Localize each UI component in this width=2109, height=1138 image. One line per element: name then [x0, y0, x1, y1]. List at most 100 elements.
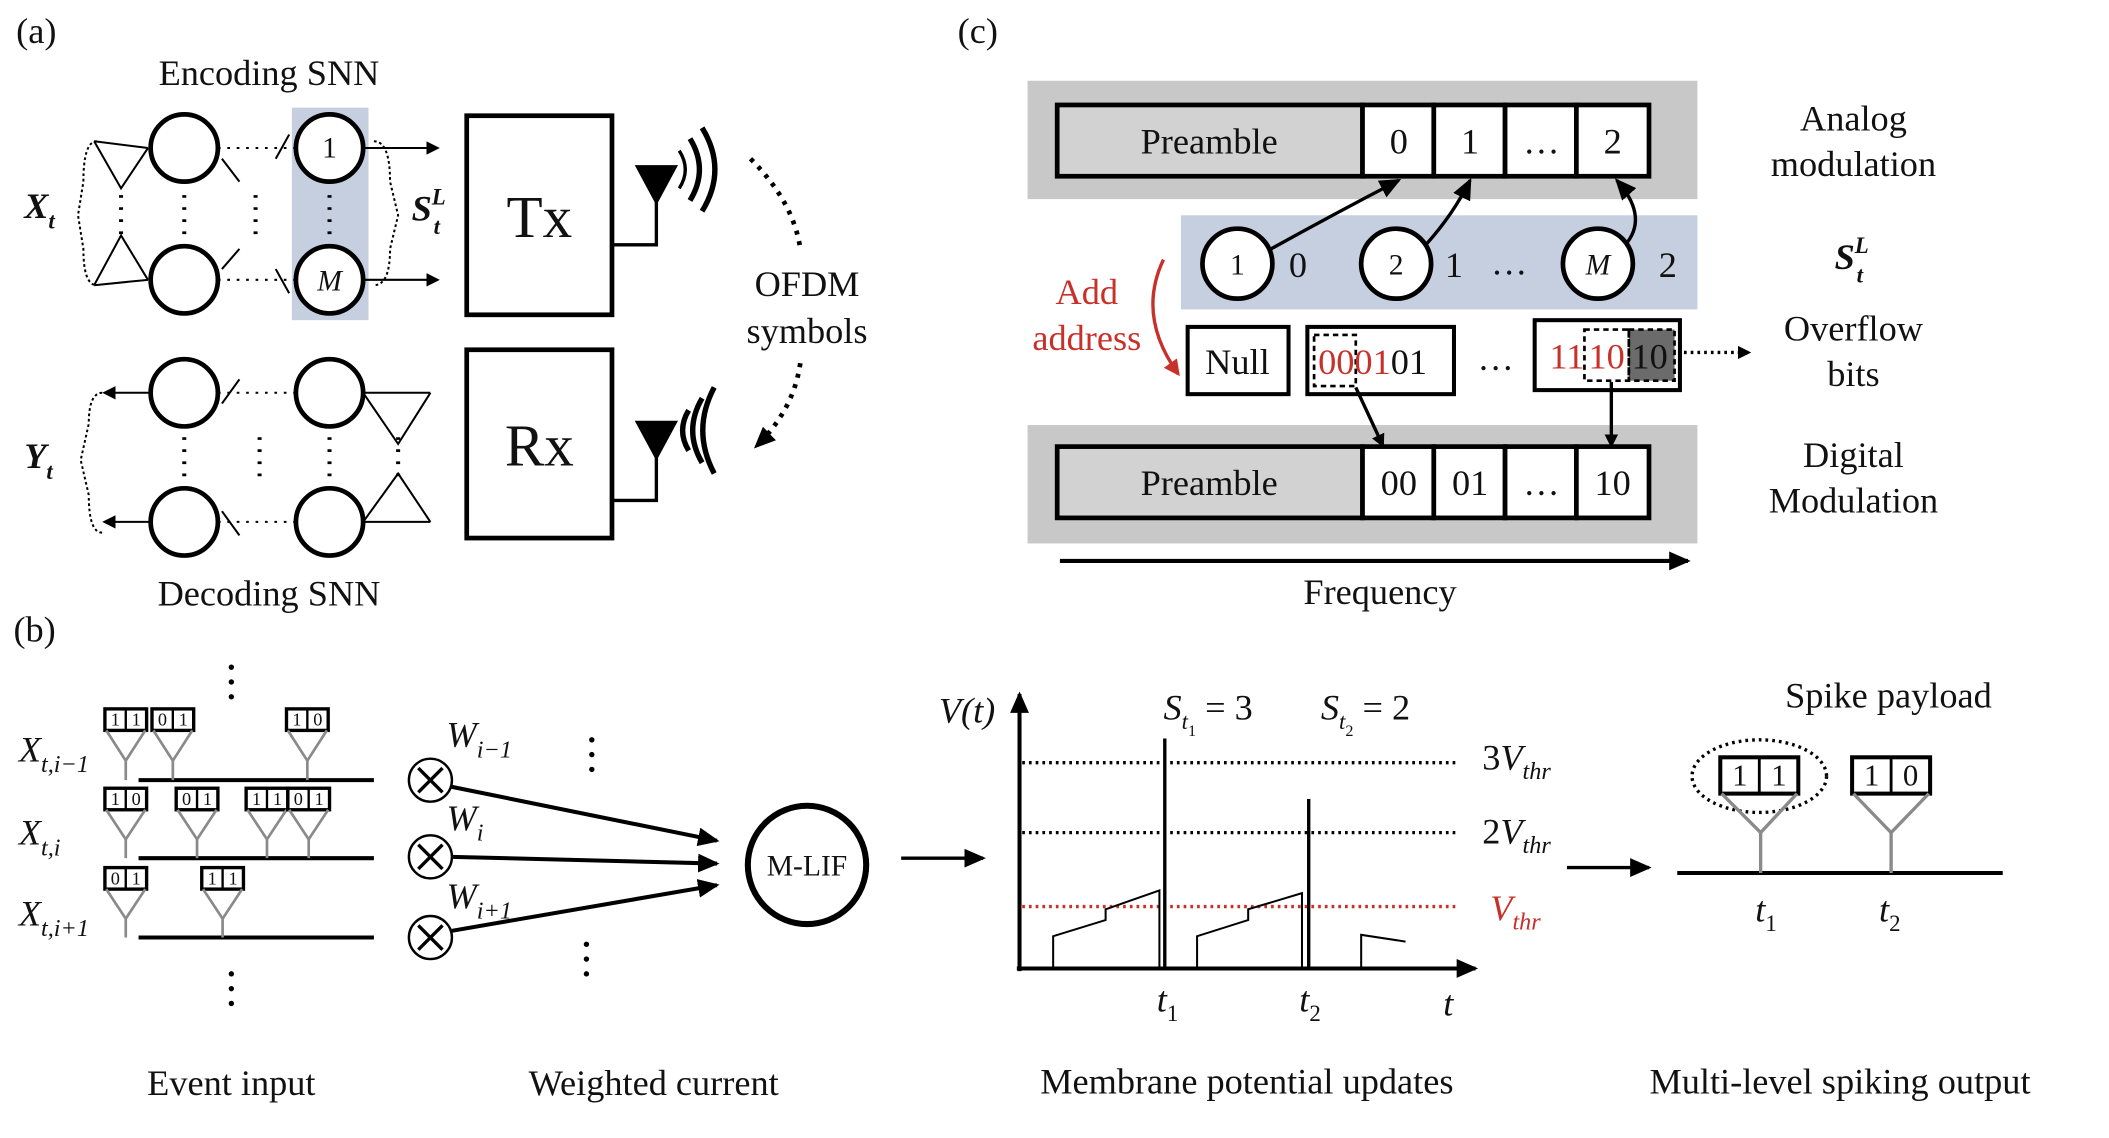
- frequency-label: Frequency: [1303, 572, 1456, 612]
- bit: 0: [1903, 759, 1918, 793]
- payload-title: Spike payload: [1785, 676, 1992, 716]
- decoding-snn-title: Decoding SNN: [158, 573, 381, 613]
- packet-stem: [152, 729, 194, 781]
- add-address-label: Add: [1056, 272, 1119, 312]
- bit: 1: [315, 789, 324, 809]
- caption: Weighted current: [529, 1063, 779, 1103]
- decoding-neuron: [293, 356, 366, 429]
- null-label: Null: [1205, 342, 1270, 382]
- spike-count: 0: [1289, 245, 1307, 285]
- weight-label: Wi: [447, 798, 484, 847]
- bit: 1: [111, 789, 120, 809]
- input-label: Xt: [23, 186, 55, 234]
- neuron-label: M: [316, 266, 343, 298]
- bit: 1: [208, 868, 217, 888]
- digital-row-label: Digital: [1803, 435, 1904, 475]
- digital-cell: …: [1523, 463, 1559, 503]
- threshold-label: 3Vthr: [1482, 737, 1551, 784]
- analog-frame: [1054, 102, 1652, 179]
- panel-b-label: (b): [13, 610, 55, 650]
- ofdm-flow-arrow: [748, 157, 803, 250]
- digital-mapping-arrows: [1354, 382, 1619, 448]
- panel-c-label: (c): [958, 11, 998, 51]
- bit: 1: [111, 710, 120, 730]
- potential-trace: [1196, 891, 1303, 970]
- digital-cell: 00: [1381, 463, 1417, 503]
- time-tick: t2: [1299, 980, 1321, 1026]
- ofdm-label: symbols: [747, 311, 868, 351]
- null-packet: [1185, 324, 1291, 397]
- bit: 0: [132, 789, 141, 809]
- ofdm-label: OFDM: [755, 264, 860, 304]
- weight-label: Wi−1: [447, 715, 512, 764]
- address-highlight: [1312, 333, 1358, 388]
- digital-cell: 10: [1595, 463, 1631, 503]
- add-address-arrow: [1151, 258, 1180, 377]
- analog-preamble: Preamble: [1141, 121, 1278, 161]
- decoding-neurons: [148, 356, 366, 558]
- x-axis-label: t: [1443, 984, 1454, 1024]
- bit: 1: [132, 710, 141, 730]
- analog-cell: 2: [1604, 121, 1622, 161]
- ofdm-flow-arrow: [753, 362, 803, 449]
- rx-block: [464, 347, 615, 541]
- packet-stem: [1852, 792, 1930, 873]
- neuron-id: 1: [1230, 249, 1245, 281]
- tx-antenna-icon: [611, 126, 718, 247]
- row-label: Xt,i: [17, 813, 61, 862]
- analog-cell: 1: [1461, 121, 1479, 161]
- threshold-label: 2Vthr: [1482, 811, 1551, 858]
- packet-stem: [105, 888, 147, 938]
- mlif-label: M-LIF: [767, 851, 848, 883]
- packet-stem: [1720, 792, 1799, 873]
- packet-stem: [176, 809, 218, 859]
- ellipsis: …: [1478, 338, 1514, 378]
- multiply-icons: [407, 757, 454, 961]
- weighted-current-arrows: [451, 784, 720, 933]
- bit: 0: [111, 868, 120, 888]
- spike-annotation: St2 = 2: [1321, 688, 1410, 740]
- bit: 1: [132, 868, 141, 888]
- decoding-neuron: [148, 356, 221, 429]
- digital-frame: [1054, 444, 1652, 521]
- address-highlight: [1583, 328, 1631, 383]
- neuron-label: 1: [322, 132, 337, 164]
- mlif-neuron: [744, 802, 870, 928]
- bit: 1: [252, 789, 261, 809]
- packet-stem: [246, 809, 288, 859]
- vertical-ellipsis-icon: [228, 664, 595, 1007]
- analog-row-label: modulation: [1771, 144, 1936, 184]
- neuron-id: M: [1585, 249, 1612, 281]
- payload-highlight: [1690, 738, 1829, 815]
- bit: 1: [1864, 759, 1879, 793]
- spike-count: 2: [1659, 245, 1677, 285]
- bit: 1: [203, 789, 212, 809]
- membrane-plot: V(t) 3Vthr 2Vthr Vthr St1 = 3 St2 = 2 t1…: [939, 688, 1552, 1026]
- output-label: Yt: [24, 436, 53, 484]
- tx-block: [464, 113, 615, 318]
- analog-row-label: Analog: [1800, 99, 1907, 139]
- decoding-neuron: [148, 485, 221, 558]
- analog-cell: …: [1523, 121, 1559, 161]
- output-neuron: [1358, 226, 1434, 302]
- ellipsis: …: [1491, 242, 1527, 282]
- bit: 0: [294, 789, 303, 809]
- decoding-neuron: [293, 485, 366, 558]
- analog-cell: 0: [1390, 121, 1408, 161]
- bit: 1: [228, 868, 237, 888]
